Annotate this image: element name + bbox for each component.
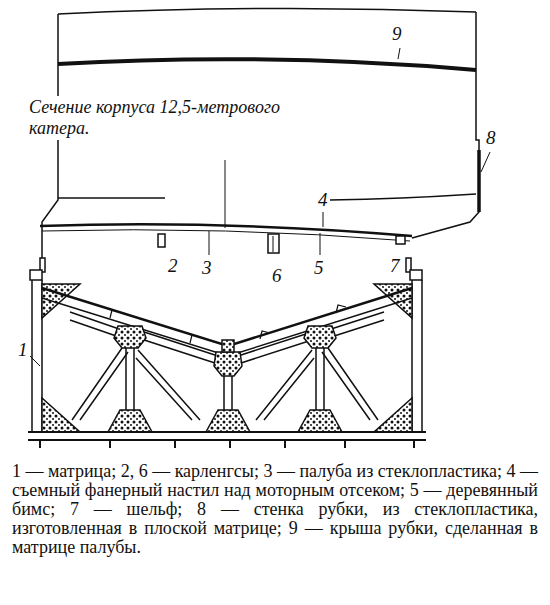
gusset [214,352,242,376]
gusset [298,410,342,432]
cabin-roof-edge [58,8,476,14]
cabin-wall-panel [477,150,481,212]
base-feet [40,440,414,448]
gusset [206,410,250,432]
figure-caption: 1 — матрица; 2, 6 — карленгсы; 3 — палуб… [12,462,538,557]
callout-number: 1 [16,340,30,360]
carling-detail [273,236,274,252]
gusset [304,326,336,348]
frame-post [224,372,232,412]
callout-number: 9 [390,24,404,44]
leader-line [481,152,490,172]
frame-member [70,312,122,338]
callout-number: 6 [270,266,284,286]
deck-under [42,230,410,241]
leader-line [323,212,324,227]
callout-number: 4 [316,190,330,210]
frame-member [328,312,384,338]
frame-diagonal [72,348,128,420]
gusset [114,326,146,348]
cabin-roof [58,59,476,70]
cabin-right-wall [412,12,479,238]
carling [158,234,165,247]
keel-block [222,340,234,352]
gusset [42,398,80,432]
callout-number: 7 [388,256,402,276]
leader-line [320,233,321,255]
leader-line [398,48,400,59]
cabin-left-wall [42,14,58,272]
carling [268,234,279,253]
figure-title: Сечение корпуса 12,5-метрового катера. [26,96,328,140]
hull-bottom [42,288,412,346]
matrix-wall [412,280,422,432]
gusset [374,398,412,432]
callout-number: 5 [312,258,326,278]
matrix-base [28,432,426,440]
frame-diagonal [256,350,314,420]
cleat [110,305,346,343]
frame-diagonal [322,348,378,420]
matrix-rim [30,270,42,280]
callout-number: 8 [484,128,498,148]
cabin-lower-line [330,194,476,200]
matrix-wall [32,280,42,432]
cabin-lower-line [58,197,165,199]
shelf [396,236,405,244]
leader-line [209,231,210,255]
callout-number: 2 [166,256,180,276]
callout-number: 3 [200,258,214,278]
center-line [225,160,226,228]
frame-diagonal [136,350,200,420]
gusset [108,410,152,432]
frame-member [138,330,218,364]
matrix-rim [410,270,422,280]
hull-bottom [42,298,412,356]
frame-member [238,332,312,364]
